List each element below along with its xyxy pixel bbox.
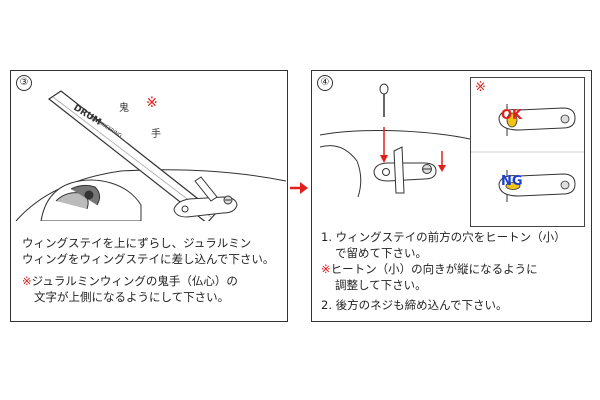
orientation-inset: ※ OK NG [470, 77, 585, 227]
step4-number: ④ [317, 75, 333, 91]
down-arrow-icon [380, 127, 388, 163]
step3-panel: ③ DRUM ENGINEERING 鬼 手 ※ ウィン [10, 70, 288, 322]
step4-item1-line1: 1. ウィングステイの前方の穴をヒートン（小） [321, 230, 566, 244]
next-arrow-icon [290, 182, 308, 194]
step3-line1: ウィングステイを上にずらし、ジュラルミン [22, 236, 252, 250]
inset-drawing [471, 104, 584, 202]
step4-item2: 2. 後方のネジも締め込んで下さい。 [321, 298, 508, 312]
step4-illustration [319, 83, 471, 198]
screw-eye-icon [379, 83, 389, 117]
step4-note-line2: 調整して下さい。 [335, 278, 427, 292]
step3-note-line2: 文字が上側になるようにして下さい。 [34, 290, 230, 304]
step3-note-line1: ※ジュラルミンウィングの鬼手（仏心）の [22, 274, 238, 288]
step3-line2: ウィングをウィングステイに差し込んで下さい。 [22, 252, 275, 266]
ng-screw-eye [505, 182, 521, 190]
step3-illustration: DRUM ENGINEERING 鬼 手 ※ [15, 90, 287, 221]
down-arrow-icon [438, 151, 446, 172]
wing-char-2: 手 [151, 127, 161, 140]
step3-note-mark: ※ [22, 274, 32, 288]
inset-note-mark: ※ [475, 80, 486, 95]
ok-screw-eye [506, 112, 518, 128]
figure-drawing [40, 179, 142, 221]
wing-stay [173, 176, 238, 218]
step4-item1-line2: で留めて下さい。 [335, 246, 427, 260]
step4-panel: ④ ※ [311, 70, 592, 322]
wing-char-1: 鬼 [119, 101, 129, 114]
step3-number: ③ [16, 75, 32, 91]
step3-red-mark: ※ [146, 95, 158, 111]
ok-label: OK [501, 108, 523, 123]
ng-label: NG [501, 174, 523, 189]
step4-note-line1: ※ヒートン（小）の向きが縦になるように [321, 262, 538, 276]
step4-note-mark: ※ [321, 262, 331, 276]
wing-stay [373, 146, 437, 194]
helmet-outline [319, 130, 471, 140]
helmet-outline [15, 169, 287, 221]
